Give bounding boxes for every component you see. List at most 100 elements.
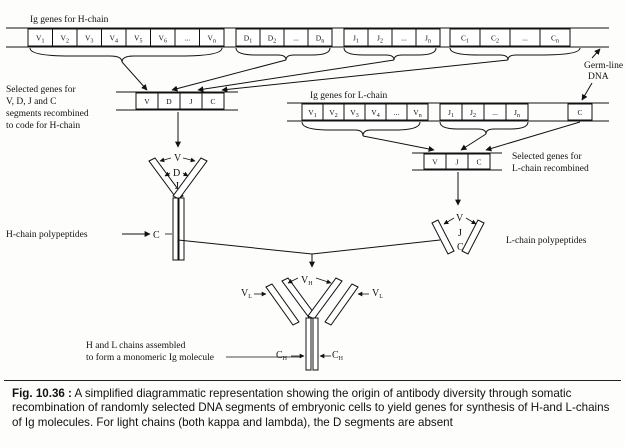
vl-left-label: VL [241, 288, 252, 300]
l-v-segments-brace [301, 121, 421, 137]
vl-right-label: VL [372, 288, 383, 300]
h-chain-dna-segment-label: V3 [85, 34, 93, 45]
selected-h-segment-label: D [166, 97, 172, 106]
selected-h-segment-label: J [190, 97, 193, 106]
l-chain-dna-segment-label: ... [492, 108, 498, 117]
selected-h-segment [201, 92, 225, 110]
ch-left-label: CH [276, 350, 288, 362]
assembly-connector [177, 239, 441, 255]
l-chain-dna-segment-label: V4 [371, 108, 379, 119]
l-chain-dna-segment-label: Jn [514, 108, 520, 119]
selected-h-segment-label: C [210, 97, 215, 106]
selected-l-segment-label: C [476, 158, 481, 167]
h-chain-dna-segment [415, 28, 441, 47]
assembled-line-1: H and L chains assembled [86, 341, 186, 351]
l-v-label: V [456, 213, 464, 224]
germ-line-arrow-to-h [591, 48, 601, 59]
l-c-select-arrow [485, 121, 581, 152]
h-chain-dna-segment-label: D2 [268, 34, 276, 45]
selected-l-line-2: L-chain recombined [512, 164, 589, 174]
h-chain-dna-segment [199, 28, 225, 47]
h-polypeptides-label: H-chain polypeptides [6, 230, 88, 240]
selected-l-segment [467, 153, 491, 170]
selected-h-line-2: V, D, J and C [6, 97, 57, 107]
selected-h-segment-label: V [144, 97, 150, 106]
h-chain-dna-segment-label: D1 [244, 34, 252, 45]
h-chain-dna-segment-label: V1 [36, 34, 44, 45]
caption-text: A simplified diagrammatic representation… [12, 387, 610, 429]
l-chain-dna-segment-label: Vn [413, 108, 421, 119]
selected-l-line-1: Selected genes for [512, 151, 582, 162]
v-select-arrow [121, 61, 148, 91]
selected-l-genes [412, 152, 502, 171]
h-chain-dna-segment-label: J1 [353, 34, 359, 45]
h-chain-dna-segment-label: Jn [425, 34, 431, 45]
h-chain-dna-segment-label: C2 [491, 34, 499, 45]
selected-l-segment-label: V [432, 158, 438, 167]
figure-caption: Fig. 10.36 : A simplified diagrammatic r… [4, 380, 621, 443]
d-segments-brace [235, 47, 331, 61]
figure-number: Fig. 10.36 : [12, 387, 72, 400]
l-polypeptides-label: L-chain polypeptides [506, 236, 587, 246]
h-chain-dna-segment-label: ... [401, 34, 407, 43]
light-chain-structure [431, 219, 485, 255]
h-chain-genes-label: Ig genes for H-chain [30, 14, 109, 25]
l-v-select-arrow [362, 135, 435, 152]
l-j-label: J [458, 228, 462, 239]
h-c-label: C [153, 230, 160, 241]
assembled-line-2: to form a monomeric Ig molecule [86, 352, 214, 363]
h-chain-dna-segment-label: V4 [110, 34, 118, 45]
l-chain-dna-segment [567, 103, 593, 121]
h-chain-dna-segment-label: C1 [461, 34, 469, 45]
j-select-arrow [197, 59, 395, 93]
heavy-chain-structure [148, 157, 208, 261]
l-chain-dna-segment-label: V2 [329, 108, 337, 119]
h-chain-dna-segment-label: V5 [134, 34, 142, 45]
c-segments-brace [449, 47, 581, 61]
germ-line-label: Germ-line [584, 61, 623, 71]
l-chain-dna-segment-label: J2 [470, 108, 476, 119]
h-chain-dna-segment [307, 28, 333, 47]
vh-label: VH [301, 275, 313, 287]
c-select-arrow [221, 59, 509, 93]
ch-right-label: CH [332, 350, 344, 362]
h-chain-dna-segment [539, 28, 571, 47]
selected-l-segment-label: J [456, 158, 459, 167]
dna-label: DNA [588, 72, 609, 82]
h-chain-dna-segment-label: Cn [551, 34, 559, 45]
h-j-label: J [175, 181, 179, 192]
h-chain-dna-segment-label: Dn [316, 34, 324, 45]
l-chain-dna-segment-label: J1 [448, 108, 454, 119]
h-d-label: D [173, 168, 180, 179]
h-chain-dna-segment-label: V2 [61, 34, 69, 45]
l-j-segments-brace [439, 121, 529, 135]
selected-h-genes [116, 91, 238, 111]
h-chain-dna-segment-label: Vn [208, 34, 216, 45]
l-j-select-arrow [460, 133, 487, 151]
l-chain-dna-segment-label: V1 [308, 108, 316, 119]
ig-molecule [265, 277, 359, 371]
germ-line-arrow-to-l [581, 82, 593, 101]
l-chain-dna-segment-label: V3 [350, 108, 358, 119]
d-select-arrow [171, 59, 287, 92]
selected-h-line-4: to code for H-chain [6, 120, 80, 131]
h-v-label: V [174, 153, 182, 164]
l-chain-dna-segment-label: C [577, 108, 582, 117]
l-chain-dna-segment [406, 103, 429, 121]
h-chain-dna-segment-label: V6 [159, 34, 167, 45]
selected-h-line-3: segments recombined [6, 109, 89, 119]
j-segments-brace [343, 47, 437, 61]
l-chain-dna-segment-label: ... [394, 108, 400, 117]
h-chain-dna-segment-label: ... [522, 34, 528, 43]
l-chain-dna-segment [505, 103, 529, 121]
l-c-label: C [457, 242, 464, 253]
l-chain-germline-dna [287, 102, 609, 122]
h-chain-dna-segment-label: ... [293, 34, 299, 43]
h-chain-dna-segment-label: ... [184, 34, 190, 43]
h-chain-dna-segment-label: J2 [377, 34, 383, 45]
selected-h-line-1: Selected genes for [6, 84, 76, 95]
h-chain-germline-dna [6, 27, 609, 48]
l-chain-genes-label: Ig genes for L-chain [310, 90, 388, 101]
